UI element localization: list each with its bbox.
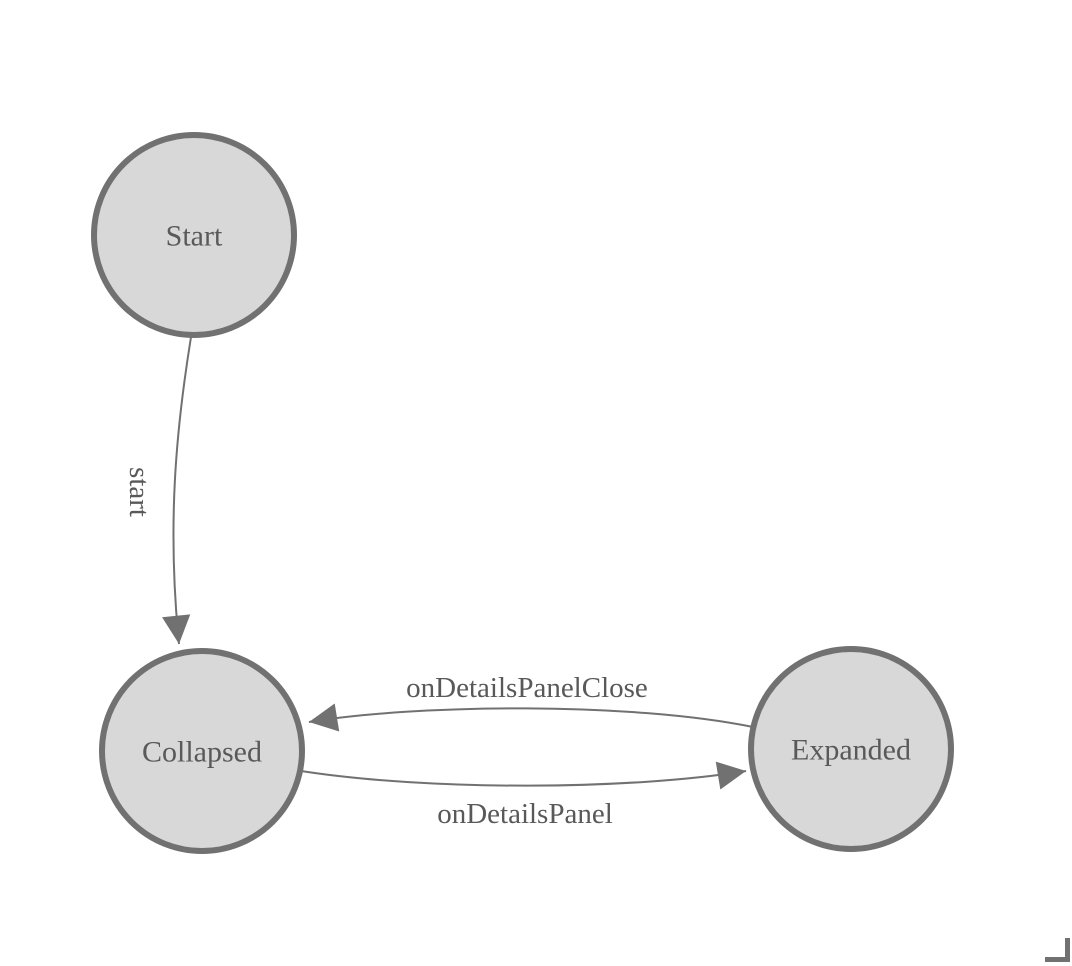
state-node-collapsed[interactable]: Collapsed xyxy=(99,648,305,854)
state-label-expanded: Expanded xyxy=(791,734,911,767)
state-circle-start[interactable] xyxy=(91,132,297,338)
transition-on-details-panel-close[interactable] xyxy=(308,703,754,732)
state-node-expanded[interactable]: Expanded xyxy=(748,646,954,852)
transition-on-details-panel[interactable] xyxy=(300,761,747,790)
transitions-layer: start onDetailsPanelClose onDetailsPanel xyxy=(123,336,754,830)
state-label-collapsed: Collapsed xyxy=(142,736,262,769)
transition-label-on-details-panel: onDetailsPanel xyxy=(437,798,613,830)
transition-start[interactable] xyxy=(162,336,192,645)
state-label-start: Start xyxy=(166,220,223,253)
transition-label-start: start xyxy=(123,467,155,517)
transition-label-on-details-panel-close: onDetailsPanelClose xyxy=(406,672,648,704)
state-circle-collapsed[interactable] xyxy=(99,648,305,854)
state-circle-expanded[interactable] xyxy=(748,646,954,852)
state-node-start[interactable]: Start xyxy=(91,132,297,338)
paper-corner-mark xyxy=(1045,938,1070,962)
